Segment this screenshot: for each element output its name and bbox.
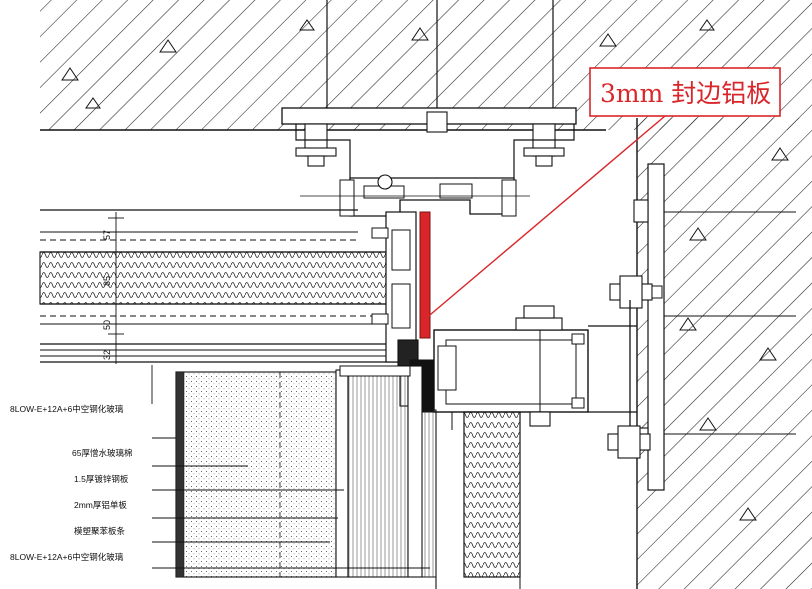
dimension-chain (108, 212, 124, 364)
label-layer-4: 模塑聚苯板条 (74, 526, 126, 536)
anchor-bolt (609, 275, 663, 309)
concrete-column-right (636, 118, 812, 589)
embedded-plate-assembly (607, 163, 796, 491)
callout: 3mm 封边铝板 (423, 67, 781, 321)
steel-box-section (433, 305, 637, 430)
label-layer-1: 65厚憎水玻璃棉 (72, 448, 132, 458)
anchor-bolt (607, 425, 651, 459)
dimension-label: 32 (102, 350, 112, 360)
label-leaders (151, 365, 430, 569)
lower-wall-buildup (175, 365, 521, 589)
label-glass-top: 8LOW-E+12A+6中空钢化玻璃 (10, 404, 124, 414)
anchor-bolt (426, 111, 448, 133)
dimension-label: 57 (102, 230, 112, 240)
glass-panel-upper (39, 209, 400, 363)
label-layer-3: 2mm厚铝单板 (74, 500, 127, 510)
label-layer-2: 1.5厚镀锌钢板 (74, 474, 129, 484)
top-steel-channel (281, 107, 577, 217)
label-glass-bottom: 8LOW-E+12A+6中空钢化玻璃 (10, 552, 124, 562)
callout-box (589, 67, 781, 117)
dimension-label: 50 (102, 320, 112, 330)
edge-sealing-aluminium-plate (419, 211, 431, 339)
dimension-label: 85 (102, 276, 112, 286)
callout-leader (423, 115, 666, 321)
callout-label: 3mm 封边铝板 (600, 79, 771, 108)
